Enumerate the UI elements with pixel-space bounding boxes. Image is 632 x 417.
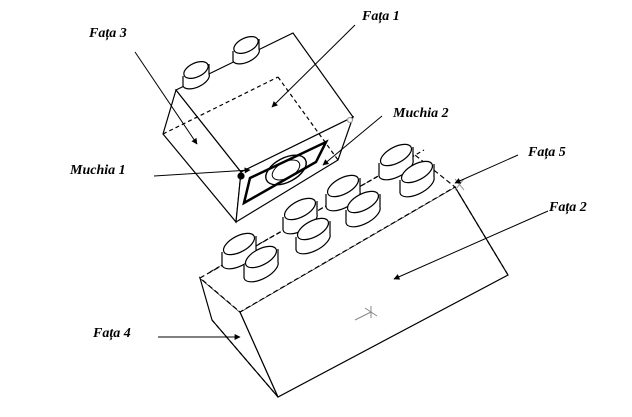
face-center-marker — [354, 306, 378, 321]
label-fata-1: Fața 1 — [362, 9, 400, 24]
top-brick-bottom-rim — [242, 139, 329, 206]
bottom-brick-face-2 — [239, 186, 509, 398]
leader-lines — [134, 24, 549, 340]
leader-muchia-2 — [322, 115, 383, 166]
bottom-brick-studs — [221, 143, 435, 283]
top-brick-studs — [182, 36, 260, 90]
label-fata-3: Fața 3 — [89, 26, 127, 41]
leader-fata-2 — [393, 210, 549, 280]
leader-muchia-1 — [153, 167, 251, 177]
top-brick — [162, 32, 355, 224]
leader-fata-3 — [134, 51, 198, 145]
label-fata-4: Fața 4 — [93, 326, 131, 341]
top-brick-tube — [265, 154, 307, 186]
leader-fata-5 — [454, 154, 519, 184]
leader-fata-1 — [271, 24, 356, 108]
label-fata-2: Fața 2 — [549, 200, 587, 215]
label-fata-5: Fața 5 — [528, 145, 566, 160]
label-muchia-1: Muchia 1 — [70, 163, 126, 178]
label-muchia-2: Muchia 2 — [393, 106, 449, 121]
